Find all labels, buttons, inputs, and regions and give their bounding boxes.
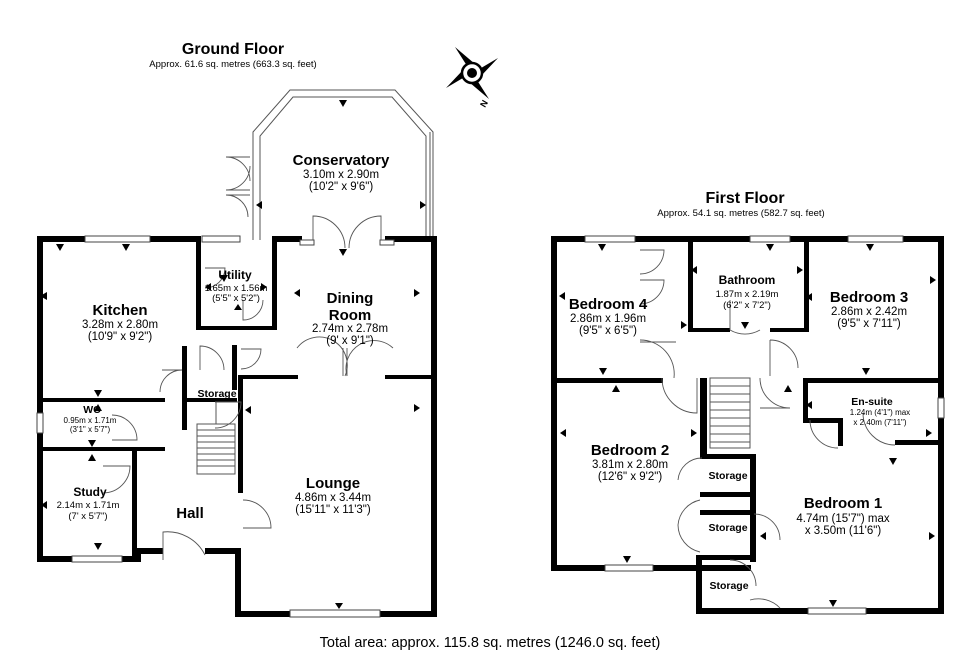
storage-name: Storage xyxy=(197,388,236,400)
wc-name: WC xyxy=(83,404,101,416)
room-bedroom4: Bedroom 4 2.86m x 1.96m (9'5" x 6'5") xyxy=(569,296,648,337)
ground-floor-arrows xyxy=(40,100,426,609)
room-lounge: Lounge 4.86m x 3.44m (15'11" x 11'3") xyxy=(295,475,371,516)
utility-name: Utility xyxy=(218,268,252,282)
conservatory-dim-imperial: (10'2" x 9'6") xyxy=(309,181,374,193)
room-utility: Utility 1.65m x 1.56m (5'5" x 5'2") xyxy=(205,268,268,304)
storage-b-name: Storage xyxy=(708,522,747,534)
ensuite-dim-metric: 1.24m (4'1") max xyxy=(850,408,910,417)
bedroom2-name: Bedroom 2 xyxy=(591,442,669,459)
conservatory-name: Conservatory xyxy=(293,152,390,169)
room-bedroom2: Bedroom 2 3.81m x 2.80m (12'6" x 9'2") xyxy=(591,442,669,483)
conservatory-dim-metric: 3.10m x 2.90m xyxy=(303,169,379,181)
utility-dim-imperial: (5'5" x 5'2") xyxy=(212,293,260,304)
wc-dim-metric: 0.95m x 1.71m xyxy=(64,416,117,425)
ground-floor-stairs xyxy=(196,402,236,475)
compass-label: N xyxy=(478,98,490,109)
ensuite-dim-imperial: x 2.40m (7'11") xyxy=(853,418,906,427)
bedroom2-dim-imperial: (12'6" x 9'2") xyxy=(598,471,663,483)
room-wc: WC 0.95m x 1.71m (3'1" x 5'7") xyxy=(64,404,117,434)
bedroom3-name: Bedroom 3 xyxy=(830,289,908,306)
first-floor-area: Approx. 54.1 sq. metres (582.7 sq. feet) xyxy=(657,208,824,219)
bathroom-dim-imperial: (6'2" x 7'2") xyxy=(723,300,771,311)
ground-floor-title: Ground Floor xyxy=(182,41,284,58)
dining-dim-imperial: (9' x 9'1") xyxy=(326,335,374,347)
study-dim-imperial: (7' x 5'7") xyxy=(68,511,107,522)
study-dim-metric: 2.14m x 1.71m xyxy=(57,500,120,511)
lounge-dim-imperial: (15'11" x 11'3") xyxy=(295,504,371,516)
room-bedroom1: Bedroom 1 4.74m (15'7") max x 3.50m (11'… xyxy=(796,495,889,537)
first-floor-stairs xyxy=(709,377,751,449)
dining-name-line1: Dining xyxy=(327,290,374,307)
dining-name-line2: Room xyxy=(329,307,372,324)
room-bathroom: Bathroom 1.87m x 2.19m (6'2" x 7'2") xyxy=(716,273,779,311)
first-floor-title: First Floor xyxy=(705,190,784,207)
room-storage-a: Storage xyxy=(708,470,747,482)
kitchen-dim-imperial: (10'9" x 9'2") xyxy=(88,331,153,343)
room-bedroom3: Bedroom 3 2.86m x 2.42m (9'5" x 7'11") xyxy=(830,289,908,330)
room-hall: Hall xyxy=(176,505,204,522)
room-ensuite: En-suite 1.24m (4'1") max x 2.40m (7'11"… xyxy=(850,396,910,427)
ground-floor-area: Approx. 61.6 sq. metres (663.3 sq. feet) xyxy=(149,59,316,70)
ground-floor-doors xyxy=(102,156,394,560)
conservatory-glazing xyxy=(252,89,434,240)
room-storage-c: Storage xyxy=(709,580,748,592)
wc-dim-imperial: (3'1" x 5'7") xyxy=(70,425,111,434)
first-floor-arrows xyxy=(559,244,936,607)
storage-a-name: Storage xyxy=(708,470,747,482)
first-floor-windows xyxy=(584,235,945,615)
kitchen-name: Kitchen xyxy=(92,302,147,319)
room-conservatory: Conservatory 3.10m x 2.90m (10'2" x 9'6"… xyxy=(293,152,390,193)
bedroom3-dim-imperial: (9'5" x 7'11") xyxy=(837,318,901,330)
utility-dim-metric: 1.65m x 1.56m xyxy=(205,283,268,294)
room-storage: Storage xyxy=(197,388,236,400)
bedroom4-dim-metric: 2.86m x 1.96m xyxy=(570,313,646,325)
hall-name: Hall xyxy=(176,505,204,522)
lounge-dim-metric: 4.86m x 3.44m xyxy=(295,492,371,504)
compass-icon: N xyxy=(446,47,498,109)
room-dining: Dining Room 2.74m x 2.78m (9' x 9'1") xyxy=(312,290,388,347)
bedroom1-dim-metric: 4.74m (15'7") max xyxy=(796,513,889,525)
ground-floor: Ground Floor Approx. 61.6 sq. metres (66… xyxy=(36,41,437,618)
bathroom-name: Bathroom xyxy=(719,273,776,287)
total-area: Total area: approx. 115.8 sq. metres (12… xyxy=(320,635,661,651)
lounge-name: Lounge xyxy=(306,475,360,492)
bedroom1-dim-imperial: x 3.50m (11'6") xyxy=(805,525,882,537)
ground-floor-windows xyxy=(36,235,395,618)
ensuite-name: En-suite xyxy=(851,396,893,408)
dining-dim-metric: 2.74m x 2.78m xyxy=(312,323,388,335)
storage-c-name: Storage xyxy=(709,580,748,592)
bedroom4-name: Bedroom 4 xyxy=(569,296,648,313)
bedroom2-dim-metric: 3.81m x 2.80m xyxy=(592,459,668,471)
first-floor-doors xyxy=(639,249,896,609)
room-storage-b: Storage xyxy=(708,522,747,534)
study-name: Study xyxy=(73,485,107,499)
first-floor: First Floor Approx. 54.1 sq. metres (582… xyxy=(551,190,945,615)
bedroom1-name: Bedroom 1 xyxy=(804,495,882,512)
room-kitchen: Kitchen 3.28m x 2.80m (10'9" x 9'2") xyxy=(82,302,158,343)
room-study: Study 2.14m x 1.71m (7' x 5'7") xyxy=(57,485,120,522)
bathroom-dim-metric: 1.87m x 2.19m xyxy=(716,289,779,300)
bedroom3-dim-metric: 2.86m x 2.42m xyxy=(831,306,907,318)
bedroom4-dim-imperial: (9'5" x 6'5") xyxy=(579,325,637,337)
kitchen-dim-metric: 3.28m x 2.80m xyxy=(82,319,158,331)
